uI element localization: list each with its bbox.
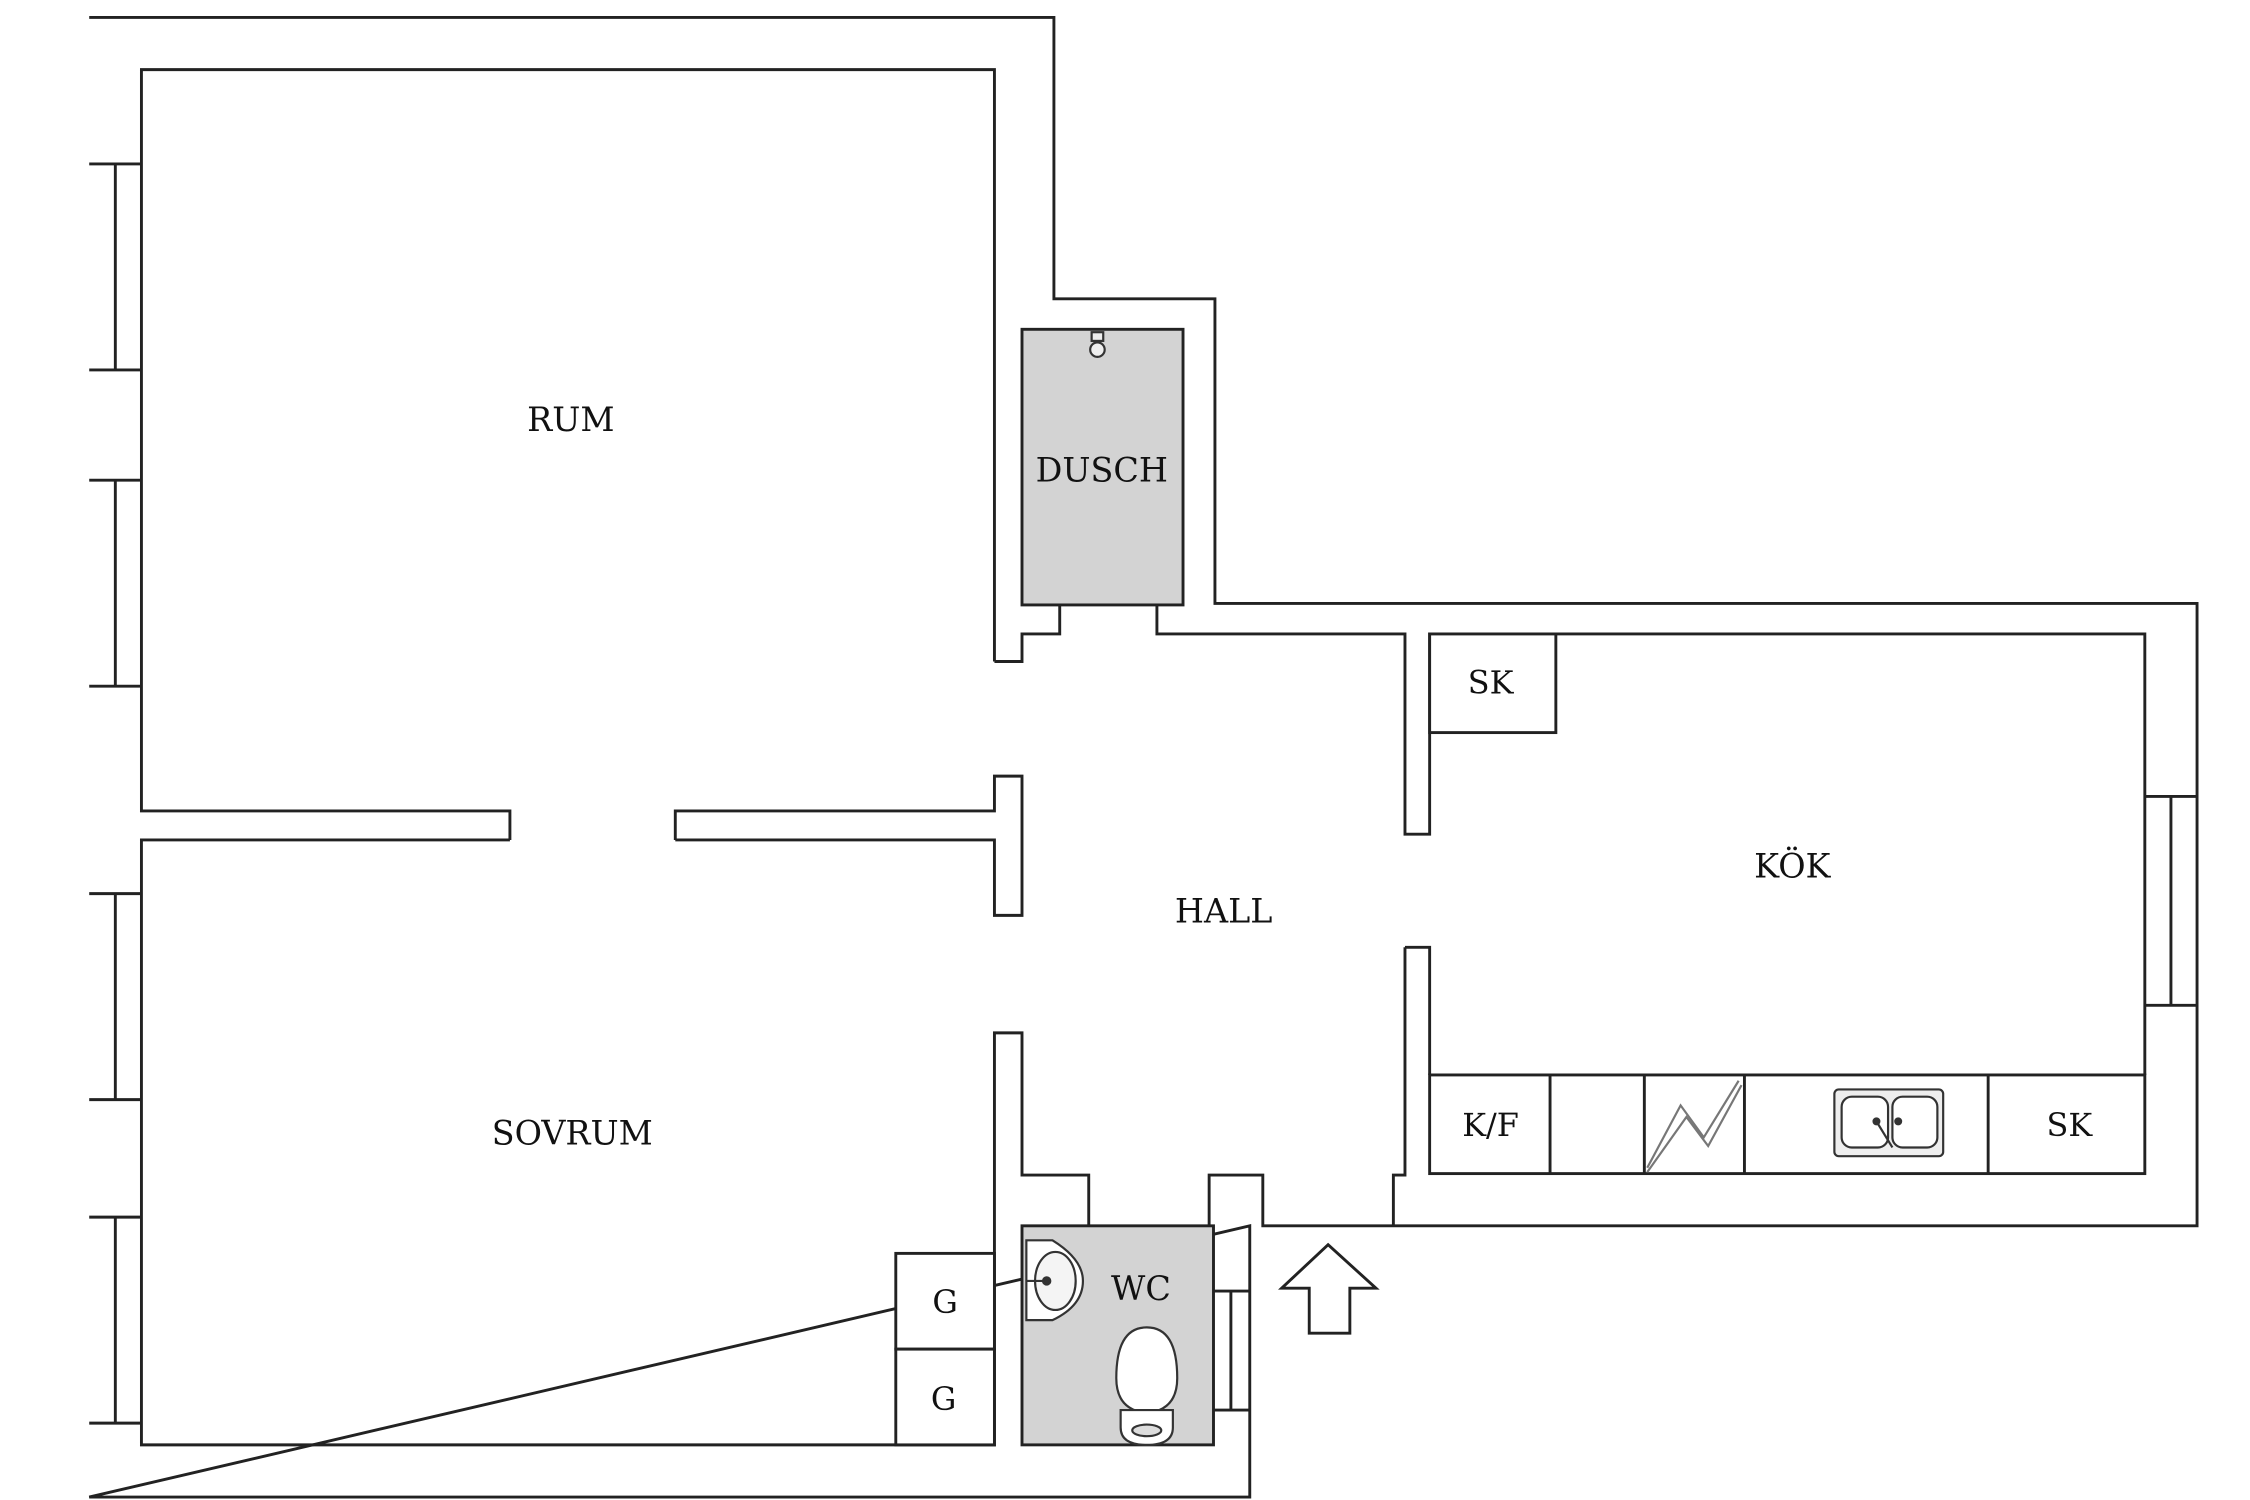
fixture-label-sk-top: SK [1468,663,1515,701]
room-label-rum: RUM [527,400,614,439]
room-label-kok: KÖK [1754,846,1831,886]
shower-head-icon [1089,331,1106,358]
closet-g-bottom [894,1347,996,1447]
dusch-hall-wall [1155,604,2147,1075]
stove-icon [1646,1080,1743,1173]
sovrum-inner-wall [139,838,1091,1447]
closet-g-top [894,1251,996,1351]
window-left-2 [89,478,142,688]
window-wc [1213,1289,1250,1412]
rum-inner-wall [139,68,1024,917]
rum-dusch-wall [994,604,1062,663]
fixture-label-kf: K/F [1462,1106,1519,1144]
room-label-wc: WC [1111,1269,1171,1308]
kitchen-cabinet-sk-top [1428,632,1558,735]
room-label-dusch: DUSCH [1036,451,1168,490]
window-left-1 [89,162,142,372]
fixture-label-g-top: G [932,1283,958,1321]
fixture-label-g-bottom: G [931,1380,957,1418]
double-sink-icon [1833,1088,1945,1158]
dusch-room [1020,327,1185,607]
toilet-icon [1115,1326,1179,1446]
room-label-hall: HALL [1175,892,1273,931]
entrance-arrow-icon [1278,1242,1380,1335]
kok-lower-wall [1404,945,1432,1075]
window-left-4 [89,1215,142,1425]
kitchen-counter [1428,1073,2147,1176]
room-label-sovrum: SOVRUM [492,1114,653,1153]
exterior-wall-outer [88,15,2199,1499]
window-right-kitchen [2144,794,2198,1007]
washbasin-icon [1025,1239,1085,1322]
fixture-label-sk-counter: SK [2047,1106,2094,1144]
window-left-3 [89,892,142,1102]
